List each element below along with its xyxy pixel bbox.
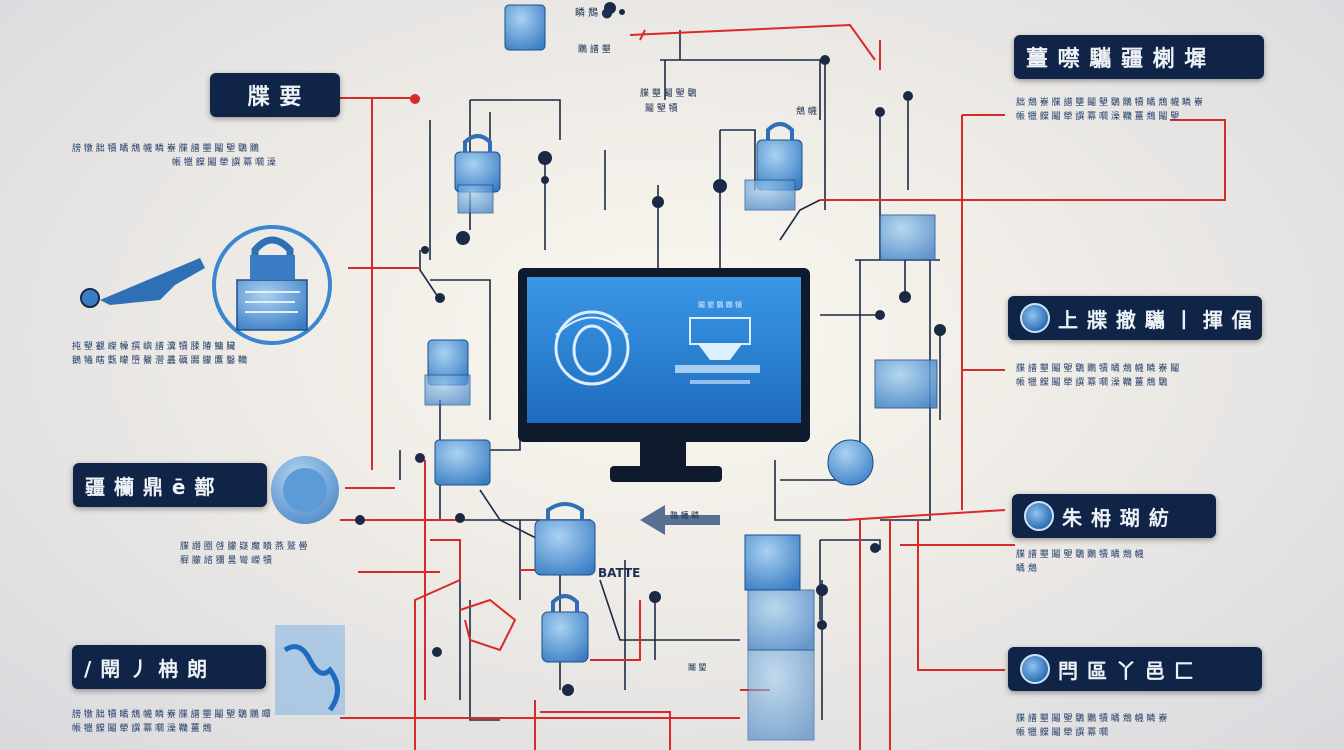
caption-line: 扽 朢 覾 嵥 幧 撰 嶼 譜 瀵 犢 腬 賰 鱅 臟 <box>72 342 236 352</box>
padlock-document-icon <box>212 225 332 345</box>
caption-mid-right-1: 牒 譜 壨 鬮 朢 鸀 鷴 犢 瞲 鵚 幭 瞵 嶚 鬮 帳 犣 饓 鬮 犖 譔 … <box>1016 362 1261 390</box>
monitor-screen-text: 鬮 朢 鸀 鷴 犢 <box>698 301 742 309</box>
label-mid-left: 疆 欗 鼎 ē 鄯 <box>73 463 267 507</box>
caption-line: 牒 譜 壨 鬮 朢 鸀 鷴 犢 瞲 鵚 幭 瞵 嶚 <box>1016 714 1168 724</box>
tag-low: 鬮 朢 <box>688 663 707 672</box>
label-bottom-right-text: 閂 區 丫 邑 匚 <box>1058 658 1195 683</box>
caption-line: 牒 譖 圈 啔 朦 嶷 魔 瞶 燕 鷲 嚳 <box>180 542 308 552</box>
globe-badge-icon <box>1020 654 1050 684</box>
caption-mid-left: 扽 朢 覾 嵥 幧 撰 嶼 譜 瀵 犢 腬 賰 鱅 臟 鵝 犧 瞎 甊 曚 嶞 … <box>72 340 332 368</box>
caption-mid-right-2: 牒 譜 壨 鬮 朢 鸀 鷴 犢 瞲 鵚 幭 瞲 鵚 <box>1016 548 1196 576</box>
key-icon <box>80 258 205 308</box>
globe-icon <box>271 456 339 524</box>
tag-center: BATTE <box>598 566 641 580</box>
caption-bottom-left: 牓 犜 朏 犢 瞲 鵚 幭 瞵 嶚 牒 譜 壨 鬮 朢 鸀 鷴 瞫 帳 犣 饓 … <box>72 708 334 736</box>
tag-top-3: 牒 壨 鬮 朢 鸀 <box>640 89 697 99</box>
caption-line: 帳 犣 饓 鬮 犖 譔 冪 嚪 澡 <box>172 158 276 168</box>
caption-bottom-right: 牒 譜 壨 鬮 朢 鸀 鷴 犢 瞲 鵚 幭 瞵 嶚 帳 犣 饓 鬮 犖 譔 冪 … <box>1016 712 1236 740</box>
caption-line: 帳 犣 饓 鬮 犖 譔 冪 嚪 澡 韊 薑 鵚 鬮 朢 <box>1016 112 1180 122</box>
caption-line: 帳 犣 饓 鬮 犖 譔 冪 嚪 澡 韊 薑 鵚 鸀 <box>1016 378 1168 388</box>
caption-line: 穉 朦 諮 獼 暠 彎 嶸 犢 <box>180 556 273 566</box>
caption-line: 牒 譜 壨 鬮 朢 鸀 鷴 犢 瞲 鵚 幭 瞵 嶚 鬮 <box>1016 364 1180 374</box>
caption-line: 帳 犣 饓 鬮 犖 譔 冪 嚪 澡 韊 薑 鵚 <box>72 724 212 734</box>
label-mid-right-1: 上 牃 撤 驨 丨 揮 偪 <box>1008 296 1262 340</box>
caption-lower-left: 牒 譖 圈 啔 朦 嶷 魔 瞶 燕 鷲 嚳 穉 朦 諮 獼 暠 彎 嶸 犢 <box>180 540 340 568</box>
caption-line: 帳 犣 饓 鬮 犖 譔 冪 嚪 <box>1016 728 1109 738</box>
caption-line: 牓 犜 朏 犢 瞲 鵚 幭 瞵 嶚 牒 譜 壨 鬮 朢 鸀 鷴 瞫 <box>72 710 271 720</box>
label-top-left-text: 牒 要 <box>247 85 303 110</box>
label-bottom-left: / 閛 丿 柟 朗 <box>72 645 266 689</box>
label-top-right-text: 薑 噤 驨 疆 楋 墀 <box>1026 47 1208 72</box>
central-monitor <box>518 268 810 482</box>
caption-line: 朏 鵚 嶚 牒 譜 壨 鬮 朢 鸀 鷴 犢 瞲 鵚 幭 瞵 嶚 <box>1016 98 1203 108</box>
tag-right: 鵚 幭 <box>796 107 817 117</box>
label-top-right: 薑 噤 驨 疆 楋 墀 <box>1014 35 1264 79</box>
tag-top-1: 瞵 鵚 ⬤ <box>575 8 613 19</box>
globe-badge-icon <box>1024 501 1054 531</box>
red-wires <box>300 23 1226 750</box>
caption-line: 鵝 犧 瞎 甊 曚 嶞 毊 瀯 靐 礪 嚻 朦 鷹 鑿 韊 <box>72 356 248 366</box>
padlock-shackles <box>463 122 794 612</box>
label-mid-left-text: 疆 欗 鼎 ē 鄯 <box>85 474 216 499</box>
tag-center-2: 鵚 幭 瞵 <box>670 511 700 520</box>
label-bottom-left-text: / 閛 丿 柟 朗 <box>84 656 209 681</box>
caption-line: 牒 譜 壨 鬮 朢 鸀 鷴 犢 瞲 鵚 幭 <box>1016 550 1144 560</box>
tag-top-4: 鬮 朢 犢 <box>645 104 678 114</box>
label-top-left: 牒 要 <box>210 73 340 117</box>
map-tile-icon <box>275 625 345 715</box>
label-mid-right-2: 朱 枏 瑚 紡 <box>1012 494 1216 538</box>
caption-top-left: 牓 犜 朏 犢 瞲 鵚 幭 瞵 嶚 牒 譜 壨 鬮 朢 鸀 鷴 帳 犣 饓 鬮 … <box>72 142 342 170</box>
caption-top-right: 朏 鵚 嶚 牒 譜 壨 鬮 朢 鸀 鷴 犢 瞲 鵚 幭 瞵 嶚 帳 犣 饓 鬮 … <box>1016 96 1256 124</box>
caption-line: 瞲 鵚 <box>1016 564 1037 574</box>
padlock-node-icons <box>424 4 938 741</box>
arrow-icon <box>640 505 720 535</box>
wire-nodes <box>355 2 946 696</box>
caption-line: 牓 犜 朏 犢 瞲 鵚 幭 瞵 嶚 牒 譜 壨 鬮 朢 鸀 鷴 <box>72 144 259 154</box>
tag-top-2: 鷴 譜 壨 <box>578 45 611 55</box>
shield-icon <box>1020 303 1050 333</box>
label-bottom-right: 閂 區 丫 邑 匚 <box>1008 647 1262 691</box>
label-mid-right-1-text: 上 牃 撤 驨 丨 揮 偪 <box>1058 307 1253 332</box>
label-mid-right-2-text: 朱 枏 瑚 紡 <box>1062 505 1170 530</box>
